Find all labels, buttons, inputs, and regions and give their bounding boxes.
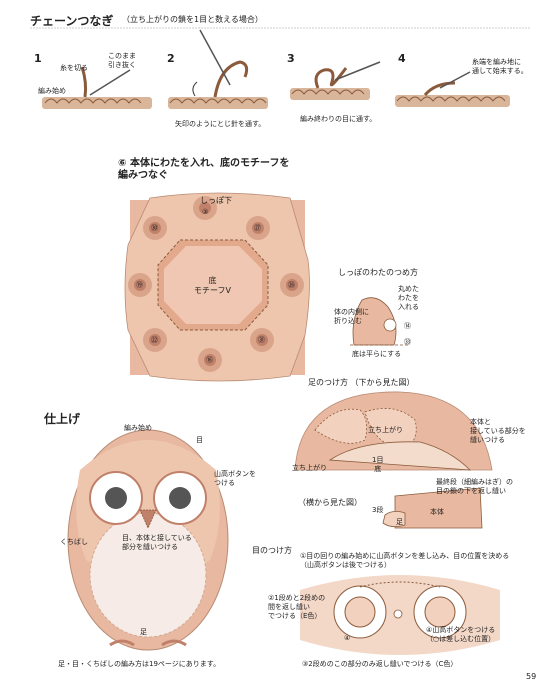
feet-side-view-diagram: [382, 487, 483, 529]
step1-label-pull: このまま 引き抜く: [108, 52, 136, 69]
motif-num-2: ㉗: [254, 224, 261, 232]
eyes-mark: ④: [344, 634, 351, 642]
section6-title: ⑥ 本体にわたを入れ、底のモチーフを 編みつなぐ: [118, 158, 290, 181]
feet-bottom-label: 最終段（細編みはぎ）の 目の鎖の下を返し縫い: [436, 478, 513, 495]
step3-label: 編み終わりの目に通す。: [300, 115, 377, 123]
eyes-step1: ①目の回りの編み始めに山高ボタンを差し込み、目の位置を決める （山高ボタンは後で…: [300, 552, 510, 569]
tail-stuffing-diagram: [350, 297, 410, 346]
step2-label: 矢印のようにとじ針を通す。: [175, 120, 266, 128]
feet-title: 足のつけ方 （下から見た図）: [308, 378, 415, 387]
tail-label-c: 底は平らにする: [352, 350, 402, 358]
finish-label-sew: 目、本体と接している 部分を縫いつける: [122, 534, 192, 551]
tail-stuffing-title: しっぽのわたのつめ方: [338, 268, 418, 277]
tail-label-a: 体の内側に 折り込む: [334, 308, 369, 325]
eyes-diagram: [300, 575, 500, 655]
finish-label-start: 編み始め: [124, 424, 152, 432]
step1-label-cut: 糸を切る: [60, 64, 88, 72]
feet-left-label: 立ち上がり: [292, 464, 327, 472]
eyes-title: 目のつけ方: [252, 546, 292, 555]
eyes-step3: ③2段めのこの部分のみ返し縫いでつける（C色）: [302, 660, 458, 668]
motif-num-7: ⑲: [136, 281, 143, 289]
step4-drawing: [395, 71, 510, 107]
step1-drawing: [42, 66, 152, 109]
finish-label-foot: 足: [140, 628, 147, 636]
finish-label-button: 山高ボタンを つける: [214, 470, 256, 487]
feet-bottom-view-diagram: [294, 391, 493, 471]
bottom-motif-diagram: [124, 192, 310, 382]
finish-note: 足・目・くちばしの編み方は19ページにあります。: [58, 660, 221, 668]
feet-top-label: 立ち上がり: [368, 426, 403, 434]
bottom-motif-label: 底 モチーフV: [194, 276, 231, 295]
motif-num-5: ⑯: [206, 356, 213, 364]
step2-drawing: [168, 29, 268, 109]
step3-drawing: [290, 61, 381, 100]
side-body: 本体: [430, 508, 444, 516]
chain-subtitle: （立ち上がりの鎖を1目と数える場合）: [122, 15, 263, 24]
feet-right-label: 本体と 接している部分を 縫いつける: [470, 418, 526, 444]
tail-num-2: ㉝: [404, 338, 411, 346]
eyes-step4: ④山高ボタンをつける （○は差し込む位置）: [426, 626, 496, 643]
step4-number: 4: [398, 52, 406, 65]
tail-num-1: ⑭: [404, 322, 411, 330]
feet-center-label: 1目 底: [372, 456, 384, 473]
tail-label: しっぽ下: [200, 196, 232, 205]
chain-title: チェーンつなぎ: [30, 14, 114, 28]
finish-label-eye: 目: [196, 436, 203, 444]
finish-title: 仕上げ: [44, 412, 81, 426]
motif-num-8: ㉚: [151, 224, 158, 232]
side-foot: 足: [396, 518, 403, 526]
step3-number: 3: [287, 52, 295, 65]
motif-num-1: ③: [202, 208, 209, 216]
page-number: 59: [526, 672, 537, 681]
side-view-title: （横から見た図）: [298, 498, 362, 507]
motif-num-6: ㉒: [151, 336, 158, 344]
tail-label-b: 丸めた わたを 入れる: [398, 285, 419, 311]
step2-number: 2: [167, 52, 175, 65]
step1-number: 1: [34, 52, 42, 65]
eyes-step2: ②1段めと2段めの 間を返し縫い でつける（E色）: [268, 594, 326, 620]
owl-diagram: [67, 429, 229, 651]
step4-label: 糸端を編み地に 通して始末する。: [472, 58, 528, 75]
motif-num-4: ㉛: [258, 336, 265, 344]
side-3dan: 3段: [372, 506, 384, 514]
motif-num-3: ㉖: [288, 281, 295, 289]
finish-label-beak: くちばし: [60, 538, 88, 546]
step1-label-start: 編み始め: [38, 87, 66, 95]
